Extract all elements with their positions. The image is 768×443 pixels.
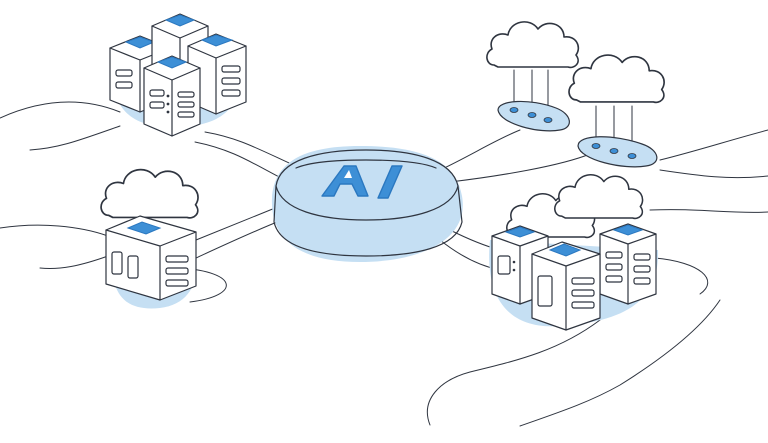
- cloud-node-left: [100, 168, 199, 309]
- wire-bottom-2: [519, 299, 721, 427]
- drive-slot: [605, 251, 623, 259]
- wire-datacenter-right: [649, 209, 768, 213]
- ai-hub-shadow: [271, 146, 463, 262]
- drive-slot: [633, 253, 651, 261]
- drive-slot: [165, 255, 189, 263]
- wire-node-loop: [179, 267, 227, 303]
- server-unit-front: [143, 55, 201, 137]
- server-rack-icon: [531, 241, 601, 331]
- wire-left-top-2: [29, 125, 121, 151]
- drive-slot: [165, 279, 189, 287]
- drive-slot: [497, 255, 511, 275]
- wire-datacenter-right-2: [654, 257, 709, 295]
- server-cluster-top-left: [109, 13, 247, 137]
- drive-slot: [165, 267, 189, 275]
- wire-left-mid: [0, 224, 109, 237]
- wire-left-mid-2: [39, 255, 109, 269]
- drive-slot: [537, 275, 553, 307]
- drive-slot: [605, 275, 623, 283]
- server-rack-icon: [599, 223, 657, 305]
- wire-hub-to-cloud-1: [439, 129, 521, 171]
- wire-cloud-right-2: [659, 169, 768, 179]
- wire-servers-to-hub-2: [194, 141, 286, 181]
- drive-slot: [177, 101, 195, 108]
- drive-slot: [221, 65, 241, 73]
- cloud-icon: [553, 173, 644, 220]
- drive-slot: [571, 301, 595, 309]
- ai-hub: AI: [271, 146, 463, 262]
- drive-slot: [115, 81, 133, 89]
- drive-slot: [605, 263, 623, 271]
- wire-servers-to-hub: [204, 131, 301, 169]
- drive-slot: [177, 91, 195, 98]
- wire-left-top: [0, 101, 121, 119]
- drive-slot: [127, 255, 139, 279]
- drive-slot: [221, 89, 241, 97]
- drive-slot: [633, 277, 651, 285]
- cloud-icon: [486, 21, 580, 69]
- network-node-icon: [497, 100, 570, 132]
- wire-bottom-1: [426, 319, 601, 426]
- wire-cloud-right: [659, 129, 768, 161]
- drive-slot: [571, 277, 595, 285]
- drive-slot: [149, 101, 165, 109]
- server-rack-icon: [105, 215, 197, 301]
- cloud-group-top-right-2: [568, 54, 666, 168]
- drive-slot: [177, 111, 195, 118]
- wire-hub-to-cloud-2: [449, 153, 591, 183]
- wire-node-to-hub: [195, 205, 281, 241]
- wire-node-to-hub-2: [195, 219, 283, 259]
- datacenter-right: [489, 173, 659, 331]
- drive-slot: [221, 77, 241, 85]
- drive-slot: [115, 69, 133, 77]
- network-node-icon: [577, 136, 658, 168]
- drive-slot: [633, 265, 651, 273]
- drive-slot: [111, 251, 123, 275]
- drive-slot: [571, 289, 595, 297]
- cloud-icon: [100, 168, 199, 219]
- drive-slot: [149, 89, 165, 97]
- cloud-group-top-right-1: [486, 21, 580, 132]
- ai-hub-icon: [321, 165, 403, 199]
- cloud-icon: [568, 54, 666, 104]
